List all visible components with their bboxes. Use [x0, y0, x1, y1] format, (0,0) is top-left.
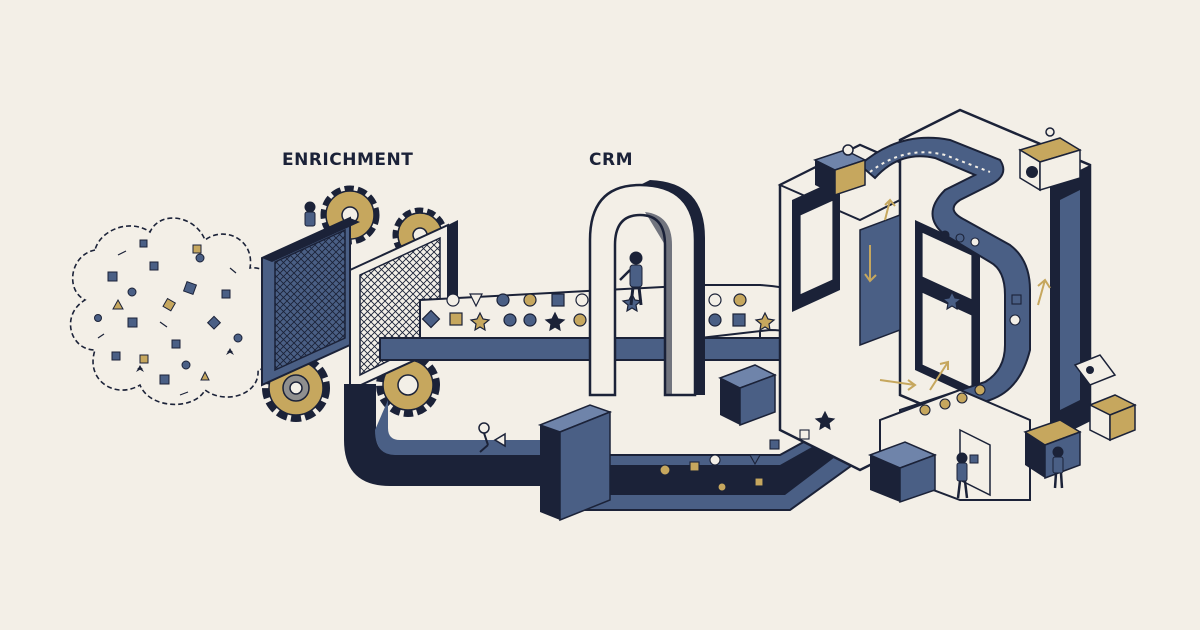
data-cloud-icon: [69, 217, 283, 406]
crm-label: CRM: [589, 150, 633, 170]
crate-icon: [537, 404, 613, 522]
enrichment-label: ENRICHMENT: [282, 150, 414, 170]
arch-gateway-icon: [588, 180, 705, 397]
worker-figure-icon: [304, 127, 1064, 499]
